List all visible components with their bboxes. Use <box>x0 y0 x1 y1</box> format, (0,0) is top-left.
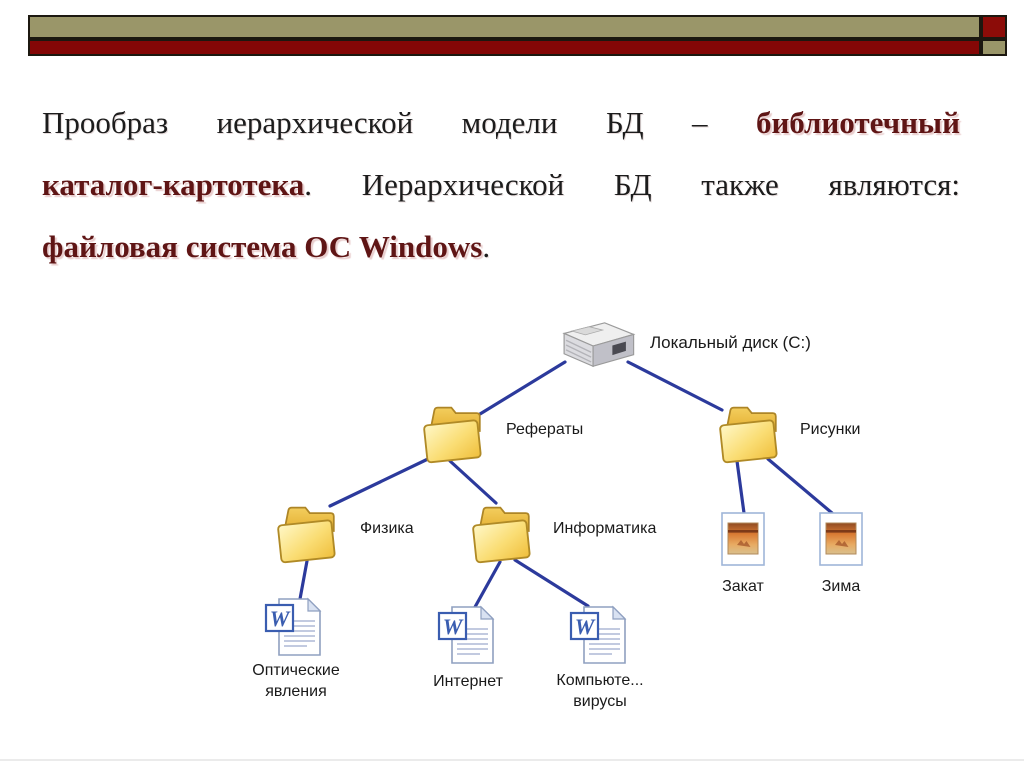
top-maroon-bar <box>28 39 981 56</box>
edge-informatika-viruses <box>513 558 590 608</box>
node-label-optics-line1: Оптические <box>252 662 340 679</box>
edge-informatika-internet <box>473 560 502 609</box>
node-label-internet: Интернет <box>433 673 503 690</box>
folder-icon-referaty <box>418 398 488 464</box>
node-label-optics: Оптические явления <box>236 660 356 702</box>
node-label-informatika: Информатика <box>553 520 657 537</box>
top-olive-bar <box>28 15 981 39</box>
text-normal: . <box>482 229 491 264</box>
top-right-maroon-square <box>981 15 1007 39</box>
node-label-disk: Локальный диск (C:) <box>650 333 811 352</box>
image-file-icon-zakat <box>719 511 767 567</box>
edge-disk-referaty <box>478 360 567 416</box>
text-normal: . Иерархической БД также являются: <box>304 167 960 202</box>
node-label-optics-line2: явления <box>265 683 327 700</box>
word-doc-icon-internet <box>436 603 500 667</box>
node-label-zakat: Закат <box>722 578 764 595</box>
node-label-viruses-line2: вирусы <box>573 693 627 710</box>
text-normal: Прообраз иерархической модели БД – <box>42 105 756 140</box>
word-doc-icon-viruses <box>568 603 632 667</box>
node-label-referaty: Рефераты <box>506 421 584 438</box>
node-label-risunki: Рисунки <box>800 421 861 438</box>
text-line-3: файловая система ОС Windows. <box>42 216 960 278</box>
edge-fizika-optics <box>298 559 309 601</box>
body-text: Прообраз иерархической модели БД – библи… <box>42 92 960 278</box>
text-line-2: каталог-картотека. Иерархической БД такж… <box>42 154 960 216</box>
edge-risunki-zakat <box>735 459 746 515</box>
edge-referaty-informatika <box>448 459 498 505</box>
folder-icon-risunki <box>714 398 784 464</box>
edge-referaty-fizika <box>328 456 432 508</box>
text-line-1: Прообраз иерархической модели БД – библи… <box>42 92 960 154</box>
folder-icon-fizika <box>272 498 342 564</box>
top-right-olive-square <box>981 39 1007 56</box>
text-accent: каталог-картотека <box>42 167 305 202</box>
node-label-viruses-line1: Компьюте... <box>556 672 644 689</box>
text-accent: библиотечный <box>755 105 960 140</box>
image-file-icon-zima <box>817 511 865 567</box>
text-accent: файловая система ОС Windows <box>42 229 483 264</box>
edge-disk-risunki <box>626 360 724 412</box>
word-doc-icon-optics <box>263 595 327 659</box>
node-label-zima: Зима <box>821 578 861 595</box>
slide-bottom-edge <box>0 759 1024 761</box>
edge-risunki-zima <box>766 457 834 515</box>
node-label-fizika: Физика <box>360 520 414 537</box>
node-label-viruses: Компьюте... вирусы <box>535 670 665 712</box>
folder-icon-informatika <box>467 498 537 564</box>
hard-disk-icon <box>550 318 640 374</box>
